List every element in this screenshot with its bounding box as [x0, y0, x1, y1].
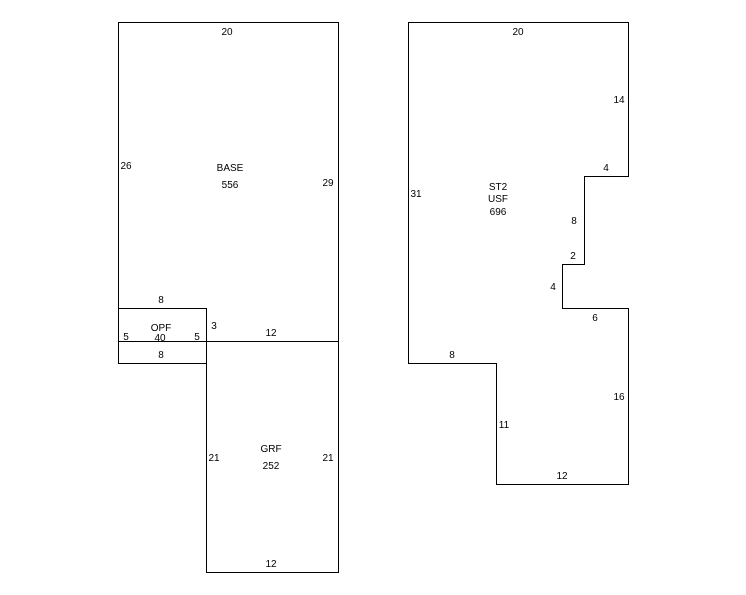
base-dim-bottom: 12: [265, 328, 277, 339]
base-dim-right: 29: [322, 178, 334, 189]
base-dim-left: 26: [120, 161, 132, 172]
base-dim-top: 20: [221, 27, 233, 38]
st2-dim-inner: 11: [499, 420, 510, 431]
grf-dim-bottom: 12: [265, 559, 277, 570]
st2-label-line1: ST2: [489, 182, 508, 193]
st2-label-line2: USF: [488, 194, 508, 205]
st2-dim-step1: 4: [603, 163, 609, 174]
st2-dim-left: 31: [410, 189, 422, 200]
base-label: BASE: [217, 163, 244, 174]
opf-area: 40: [154, 333, 166, 344]
grf-dim-left: 21: [208, 453, 220, 464]
st2-dim-step4: 4: [550, 282, 556, 293]
opf-dim-top: 8: [158, 295, 164, 306]
st2-dim-step2: 8: [571, 216, 577, 227]
st2-dim-step5: 6: [592, 313, 598, 324]
opf-label: OPF: [151, 323, 172, 334]
opf-dim-left: 5: [123, 332, 129, 343]
grf-area: 252: [263, 461, 280, 472]
opf-dim-bottom: 8: [158, 350, 164, 361]
base-area: 556: [222, 180, 239, 191]
grf-dim-right: 21: [322, 453, 334, 464]
st2-dim-step3: 2: [570, 251, 576, 262]
st2-dim-left-bottom: 8: [449, 350, 455, 361]
st2-dim-top: 20: [512, 27, 524, 38]
st2-dim-bottom: 12: [556, 471, 568, 482]
st2-dim-right-lower: 16: [613, 392, 625, 403]
opf-dim-right: 5: [194, 332, 200, 343]
st2-outline: [408, 22, 629, 485]
opf-dim-offset: 3: [211, 321, 217, 332]
grf-label: GRF: [260, 444, 281, 455]
st2-area: 696: [490, 207, 507, 218]
st2-dim-right-upper: 14: [613, 95, 625, 106]
grf-outline: [206, 341, 339, 573]
opf-outline: [118, 308, 207, 364]
